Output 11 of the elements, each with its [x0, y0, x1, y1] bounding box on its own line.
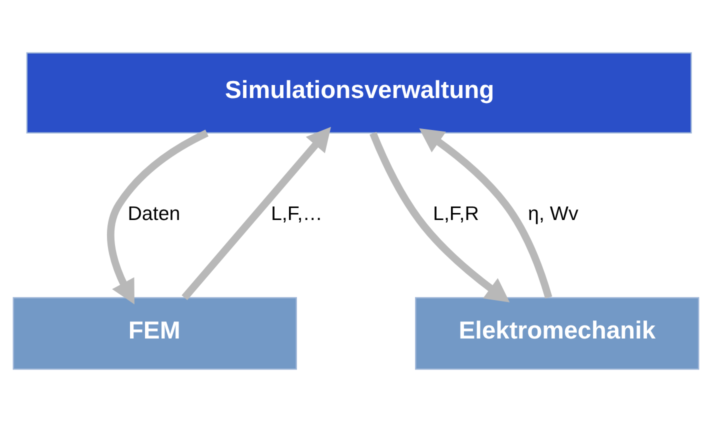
arrow [107, 129, 209, 304]
node-box: FEM [12, 296, 297, 370]
edge-label: η, Wv [528, 202, 578, 224]
node-box: Elektromechanik [415, 296, 700, 370]
node-box: Simulationsverwaltung [26, 52, 692, 133]
edge-label: L,F,… [270, 202, 322, 224]
edge-label: Daten [128, 202, 180, 224]
arrow [419, 128, 552, 298]
edge-label: L,F,R [433, 202, 479, 224]
arrow [370, 131, 510, 302]
arrow [182, 126, 331, 300]
